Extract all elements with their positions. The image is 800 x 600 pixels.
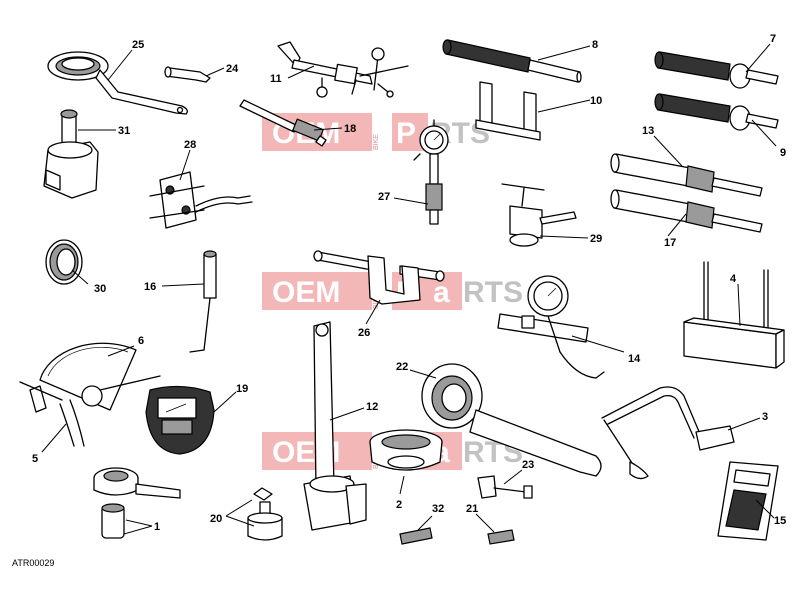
- tool-10-bracket: [475, 81, 541, 141]
- tool-7-stepped-drift: [654, 51, 779, 89]
- callout-4: 4: [730, 273, 737, 285]
- tool-8-drift: [442, 39, 582, 83]
- callout-5: 5: [32, 453, 38, 465]
- callout-15: 15: [774, 515, 786, 527]
- tool-23-bracket-bolt: [477, 475, 533, 499]
- tool-19-gauge-housing: [145, 385, 215, 455]
- tool-26-bracket: [313, 250, 445, 305]
- svg-text:BIKE: BIKE: [373, 134, 380, 150]
- callout-17: 17: [664, 237, 676, 249]
- callout-6: 6: [138, 335, 144, 347]
- callout-20: 20: [210, 513, 222, 525]
- callout-28: 28: [184, 139, 196, 151]
- callout-14: 14: [628, 353, 641, 365]
- watermark-row-top: OEM BIKE P RTS: [262, 113, 490, 151]
- svg-text:RTS: RTS: [463, 276, 523, 309]
- tool-27-dial-gauge: [413, 119, 449, 225]
- callout-31: 31: [118, 125, 130, 137]
- callout-21: 21: [466, 503, 478, 515]
- callout-27: 27: [378, 191, 390, 203]
- tool-20-puller: [247, 487, 283, 541]
- callout-3: 3: [762, 411, 768, 423]
- callout-2: 2: [396, 499, 402, 511]
- svg-text:a: a: [433, 276, 450, 309]
- leader-lines: [41, 43, 777, 535]
- callout-23: 23: [522, 459, 534, 471]
- tool-14-dial-indicator: [497, 275, 605, 379]
- callout-25: 25: [132, 39, 144, 51]
- tool-17-drift: [610, 189, 763, 233]
- tool-6-degree-wheel: [19, 342, 161, 447]
- callout-1: 1: [154, 521, 160, 533]
- tool-32-stud: [399, 527, 433, 545]
- callout-labels: 1 2 3 4 5 6 7 8 9 10 11 12 13 14 15 16 1…: [32, 33, 786, 533]
- tool-13-drift: [610, 153, 763, 197]
- callout-11: 11: [270, 73, 282, 85]
- tool-30-ring: [45, 239, 83, 285]
- tool-4-block-rods: [683, 261, 785, 369]
- tool-18-drift: [239, 99, 327, 147]
- tool-1-spanner-socket: [93, 467, 181, 539]
- callout-19: 19: [236, 383, 248, 395]
- callout-32: 32: [432, 503, 444, 515]
- callout-30: 30: [94, 283, 106, 295]
- diagram-reference-code: ATR00029: [12, 558, 54, 568]
- tool-11-valve-compressor: [277, 41, 409, 98]
- tool-29-bearing-press: [501, 183, 577, 247]
- tool-12-long-bar: [303, 321, 367, 531]
- tool-28-holder: [149, 171, 253, 229]
- callout-7: 7: [770, 33, 776, 45]
- tool-22-ring-spanner: [421, 363, 602, 477]
- tool-24-pin: [164, 66, 211, 83]
- tool-16-punch: [189, 250, 217, 353]
- tool-31-puller: [43, 109, 99, 199]
- callout-29: 29: [590, 233, 602, 245]
- callout-26: 26: [358, 327, 370, 339]
- callout-8: 8: [592, 39, 598, 51]
- callout-18: 18: [344, 123, 356, 135]
- svg-text:P: P: [396, 117, 416, 150]
- tool-9-stepped-drift: [654, 93, 779, 131]
- svg-text:OEM: OEM: [272, 276, 340, 309]
- tool-21-stud: [487, 529, 515, 545]
- callout-24: 24: [226, 63, 239, 75]
- callout-10: 10: [590, 95, 602, 107]
- callout-13: 13: [642, 125, 654, 137]
- tool-15-meter: [717, 461, 779, 541]
- callout-16: 16: [144, 281, 156, 293]
- tool-3-crank: [601, 386, 735, 480]
- callout-12: 12: [366, 401, 378, 413]
- tool-25-ring-nut-spanner: [47, 51, 188, 115]
- callout-22: 22: [396, 361, 408, 373]
- callout-9: 9: [780, 147, 786, 159]
- tool-2-socket: [369, 429, 443, 471]
